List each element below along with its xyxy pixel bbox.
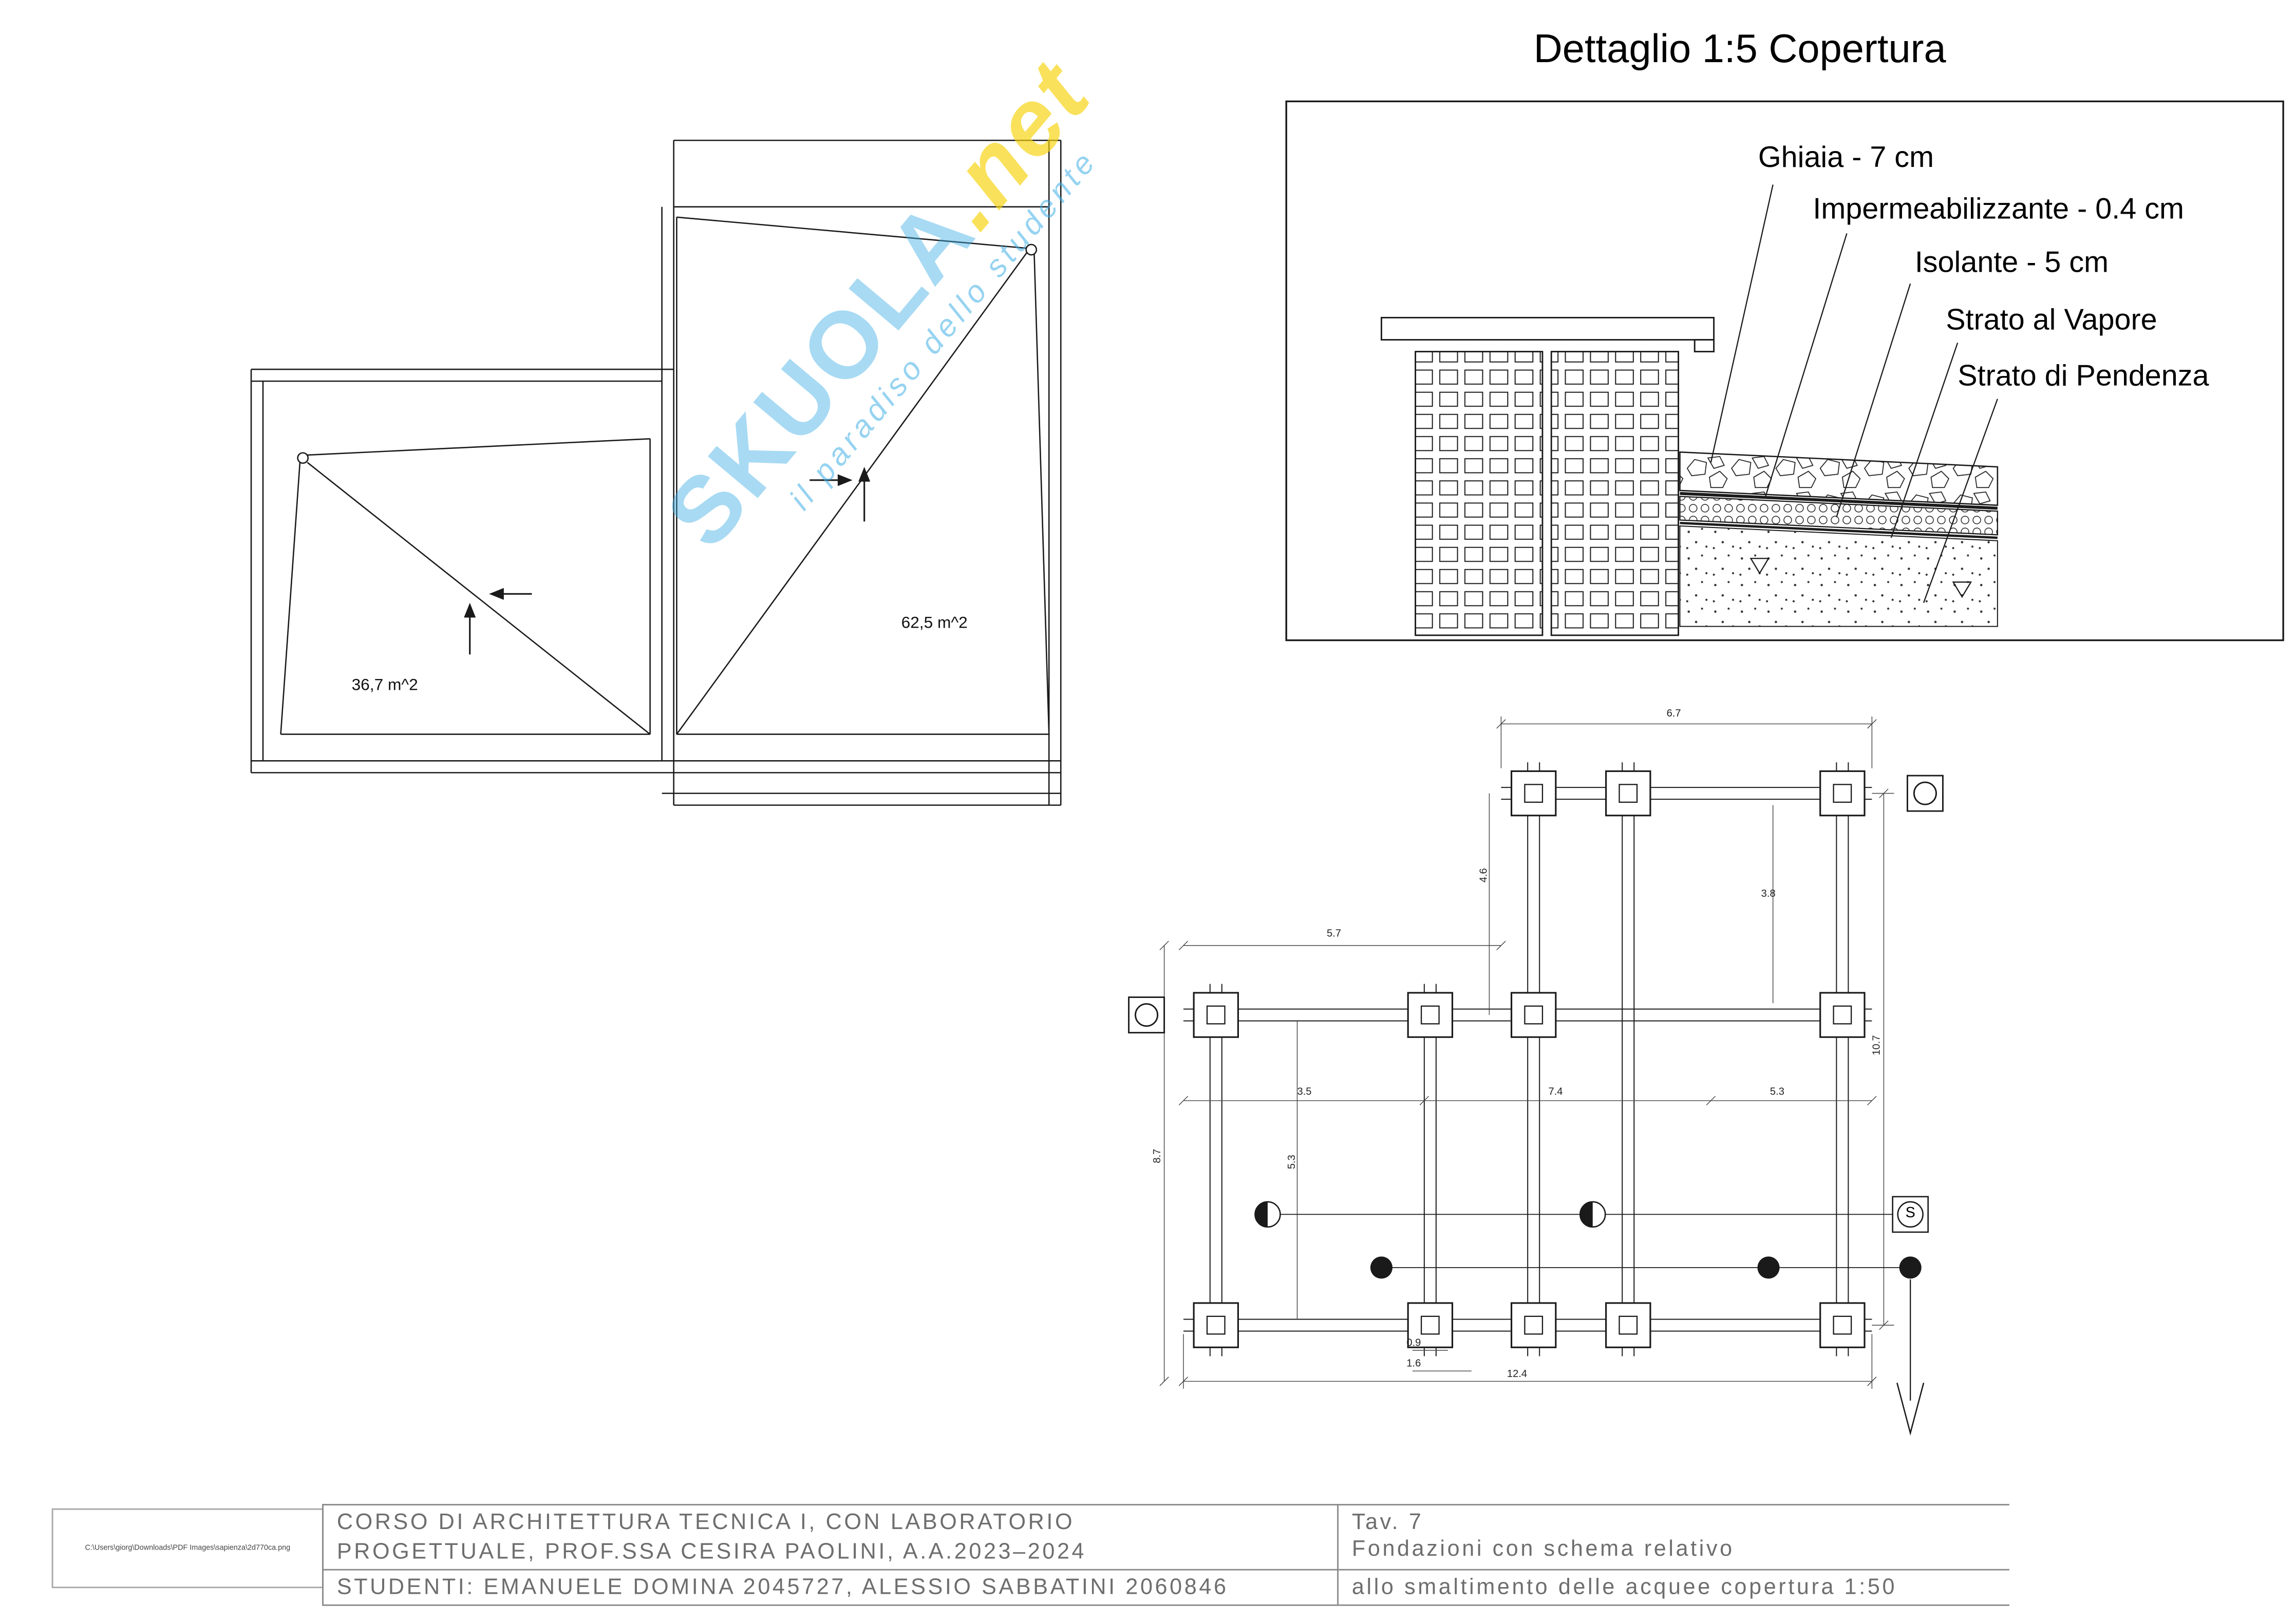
detail-label-ghiaia: Ghiaia - 7 cm (1758, 142, 1934, 175)
detail-wall-section (1380, 316, 1715, 636)
downpipe-icon-1 (1254, 1201, 1281, 1228)
layer-gravel (1679, 451, 1999, 506)
dim-label-top: 6.7 (1666, 709, 1681, 720)
dim-label-upper-left: 4.6 (1479, 868, 1490, 883)
titleblock-rule-top (322, 1504, 2009, 1506)
downpipe-icon-2 (1579, 1201, 1606, 1228)
detail-label-strato-vapore: Strato al Vapore (1946, 304, 2157, 337)
sheet-subtitle-line1: Fondazioni con schema relativo (1351, 1536, 1735, 1562)
dim-label-bottom: 12.4 (1507, 1369, 1528, 1380)
roof-area-small-label: 36,7 m^2 (351, 676, 418, 694)
course-title-line2: PROGETTUALE, PROF.SSA CESIRA PAOLINI, A.… (336, 1539, 1087, 1565)
drain-dot-icon-3 (1899, 1256, 1922, 1279)
manhole-icon-top-right (1906, 775, 1944, 812)
dim-label-inner-left: 5.3 (1287, 1155, 1298, 1170)
foundation-dimension-lines (1159, 716, 1894, 1389)
file-path-text: C:\Users\giorg\Downloads\PDF Images\sapi… (85, 1543, 291, 1553)
discharge-arrow-icon (1896, 1279, 1925, 1436)
dim-label-col-gap: 1.6 (1406, 1359, 1421, 1370)
foundation-plan-drawing (1128, 716, 1944, 1436)
roof-area-large-label: 62,5 m^2 (901, 614, 968, 633)
course-title-line1: CORSO DI ARCHITETTURA TECNICA I, CON LAB… (336, 1510, 1075, 1535)
roof-panel-small (280, 438, 651, 735)
inspection-s-icon (1892, 1196, 1929, 1233)
dim-label-row-seg-2: 7.4 (1548, 1087, 1563, 1098)
roof-panel-large (676, 216, 1050, 735)
dim-label-upper-mid: 3.8 (1761, 889, 1776, 900)
detail-label-isolante: Isolante - 5 cm (1914, 247, 2109, 279)
manhole-icon-left (1128, 996, 1165, 1034)
titleblock-rule-mid (322, 1569, 2009, 1571)
detail-label-strato-pendenza: Strato di Pendenza (1958, 360, 2209, 393)
dim-label-row-seg-1: 3.5 (1297, 1087, 1312, 1098)
layer-screed (1679, 525, 1998, 627)
sheet-subtitle-line2: allo smaltimento delle acquee copertura … (1351, 1575, 1897, 1600)
roof-plan-walls (250, 139, 1062, 806)
dim-label-left-outer: 8.7 (1153, 1148, 1163, 1163)
foundation-footings (1193, 770, 1866, 1348)
dim-label-right-outer: 10.7 (1872, 1035, 1883, 1055)
detail-label-impermeabilizzante: Impermeabilizzante - 0.4 cm (1813, 193, 2184, 227)
dim-label-mid-h: 5.7 (1327, 929, 1342, 940)
dim-label-row-seg-3: 5.3 (1770, 1087, 1784, 1098)
drain-dot-icon-2 (1757, 1256, 1780, 1279)
layer-waterproofing (1680, 492, 1998, 510)
detail-title: Dettaglio 1:5 Copertura (1533, 26, 1946, 71)
slope-arrow-icons (464, 466, 871, 655)
detail-frame (1285, 100, 2284, 642)
layer-vapor-barrier (1680, 521, 1998, 539)
detail-drawing (1285, 100, 2284, 642)
detail-leader-lines (1710, 184, 1998, 603)
inspection-s-label: S (1905, 1205, 1915, 1222)
titleblock-rule-divider (1337, 1504, 1339, 1605)
layer-insulation (1679, 496, 1999, 536)
drain-dot-icon-1 (1370, 1256, 1393, 1279)
students-line: STUDENTI: EMANUELE DOMINA 2045727, ALESS… (336, 1575, 1229, 1600)
titleblock-rule-left (322, 1504, 324, 1605)
file-path-box: C:\Users\giorg\Downloads\PDF Images\sapi… (51, 1508, 324, 1589)
roof-plan-drawing (250, 139, 1062, 806)
detail-roof-layers (1679, 451, 1999, 627)
sheet-number: Tav. 7 (1351, 1510, 1424, 1535)
titleblock-rule-bottom (322, 1604, 2009, 1606)
dim-label-col-width: 0.9 (1406, 1338, 1421, 1349)
